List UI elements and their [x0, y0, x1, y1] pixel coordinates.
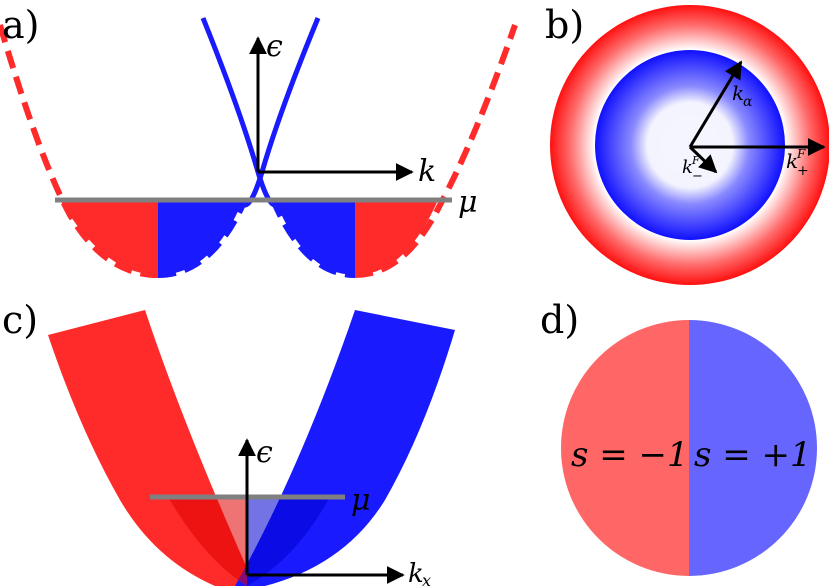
right-half-disk [689, 320, 817, 576]
panel-b: b) k α k F + k F − [545, 3, 829, 285]
left-band-red-fill [60, 200, 158, 275]
svg-text:F: F [691, 154, 700, 167]
right-band-blue-fill [275, 200, 355, 275]
panel-c-label: c) [2, 298, 38, 342]
mu-label-c: μ [351, 483, 371, 518]
right-band-red-fill [355, 200, 438, 275]
panel-b-label: b) [545, 3, 584, 47]
k-plus-label: k F + [786, 147, 809, 179]
right-parabola-blue-dashed [270, 198, 356, 278]
left-half-disk [561, 320, 689, 576]
svg-text:F: F [796, 147, 806, 161]
red-fermi-shade [168, 497, 247, 586]
energy-label-c: ϵ [256, 435, 273, 470]
energy-label-a: ϵ [266, 29, 283, 64]
left-parabola-blue-dashed [157, 198, 248, 278]
panel-d: d) s = −1 s = +1 [540, 298, 817, 576]
panel-d-label: d) [540, 298, 579, 342]
spin-minus-label: s = −1 [571, 435, 689, 475]
svg-text:k: k [682, 157, 693, 178]
svg-text:k: k [786, 149, 798, 173]
left-parabola-red-dashed [0, 24, 159, 278]
k-minus-arrow [688, 145, 718, 174]
upper-band-left [200, 17, 276, 208]
k-alpha-arrow [688, 60, 743, 148]
k-alpha-label: k α [732, 81, 753, 110]
svg-text:α: α [743, 94, 753, 110]
panel-a: a) ϵ k μ [0, 3, 518, 278]
momentum-label-a: k [418, 154, 436, 189]
svg-text:k: k [732, 81, 744, 105]
svg-text:−: − [692, 169, 703, 184]
svg-text:k: k [408, 559, 424, 586]
svg-text:x: x [422, 571, 431, 586]
blue-fermi-shade [247, 497, 330, 586]
mu-label-a: μ [458, 185, 478, 220]
left-band-blue-fill [158, 200, 243, 275]
panel-c: c) ϵ μ k x [2, 298, 455, 586]
k-minus-label: k F − [682, 154, 703, 184]
kx-label-c: k x [408, 559, 431, 586]
svg-text:+: + [797, 163, 809, 179]
panel-a-label: a) [2, 3, 39, 47]
spin-plus-label: s = +1 [694, 435, 812, 475]
right-parabola-red-dashed [354, 24, 518, 278]
